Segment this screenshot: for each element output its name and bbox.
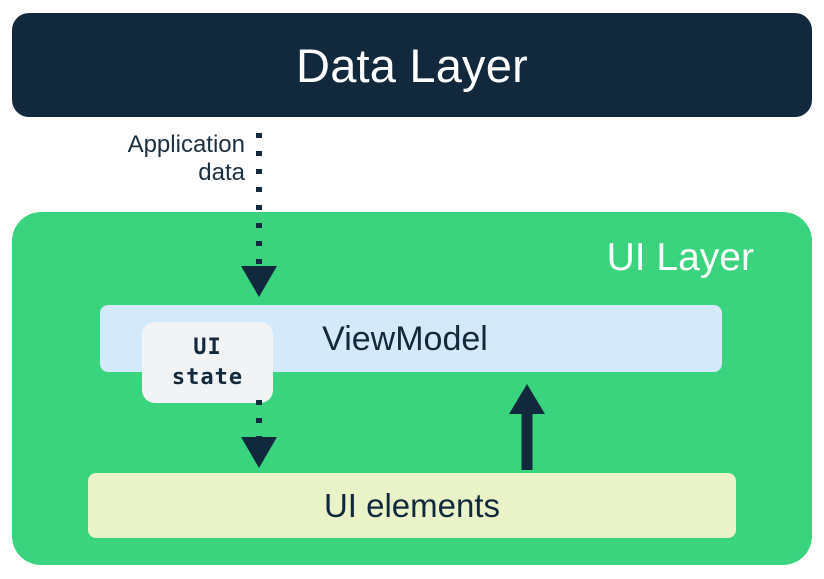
ui-layer-label: UI Layer — [606, 236, 754, 279]
ui-state-chip: UI state — [142, 322, 273, 403]
data-layer-block: Data Layer — [12, 13, 812, 117]
application-data-label: Application data — [45, 131, 245, 188]
ui-state-label-line1: UI — [193, 335, 222, 360]
ui-state-label-line2: state — [171, 364, 244, 390]
ui-layer-block: UI Layer ViewModel UI state UI elements … — [12, 212, 812, 565]
ui-elements-label: UI elements — [323, 487, 501, 524]
application-data-label-line1: Application — [127, 131, 245, 158]
data-layer-label: Data Layer — [296, 38, 528, 92]
viewmodel-label: ViewModel — [322, 319, 488, 358]
ui-elements-block: UI elements — [88, 473, 736, 538]
application-data-label-line2: data — [198, 159, 245, 187]
